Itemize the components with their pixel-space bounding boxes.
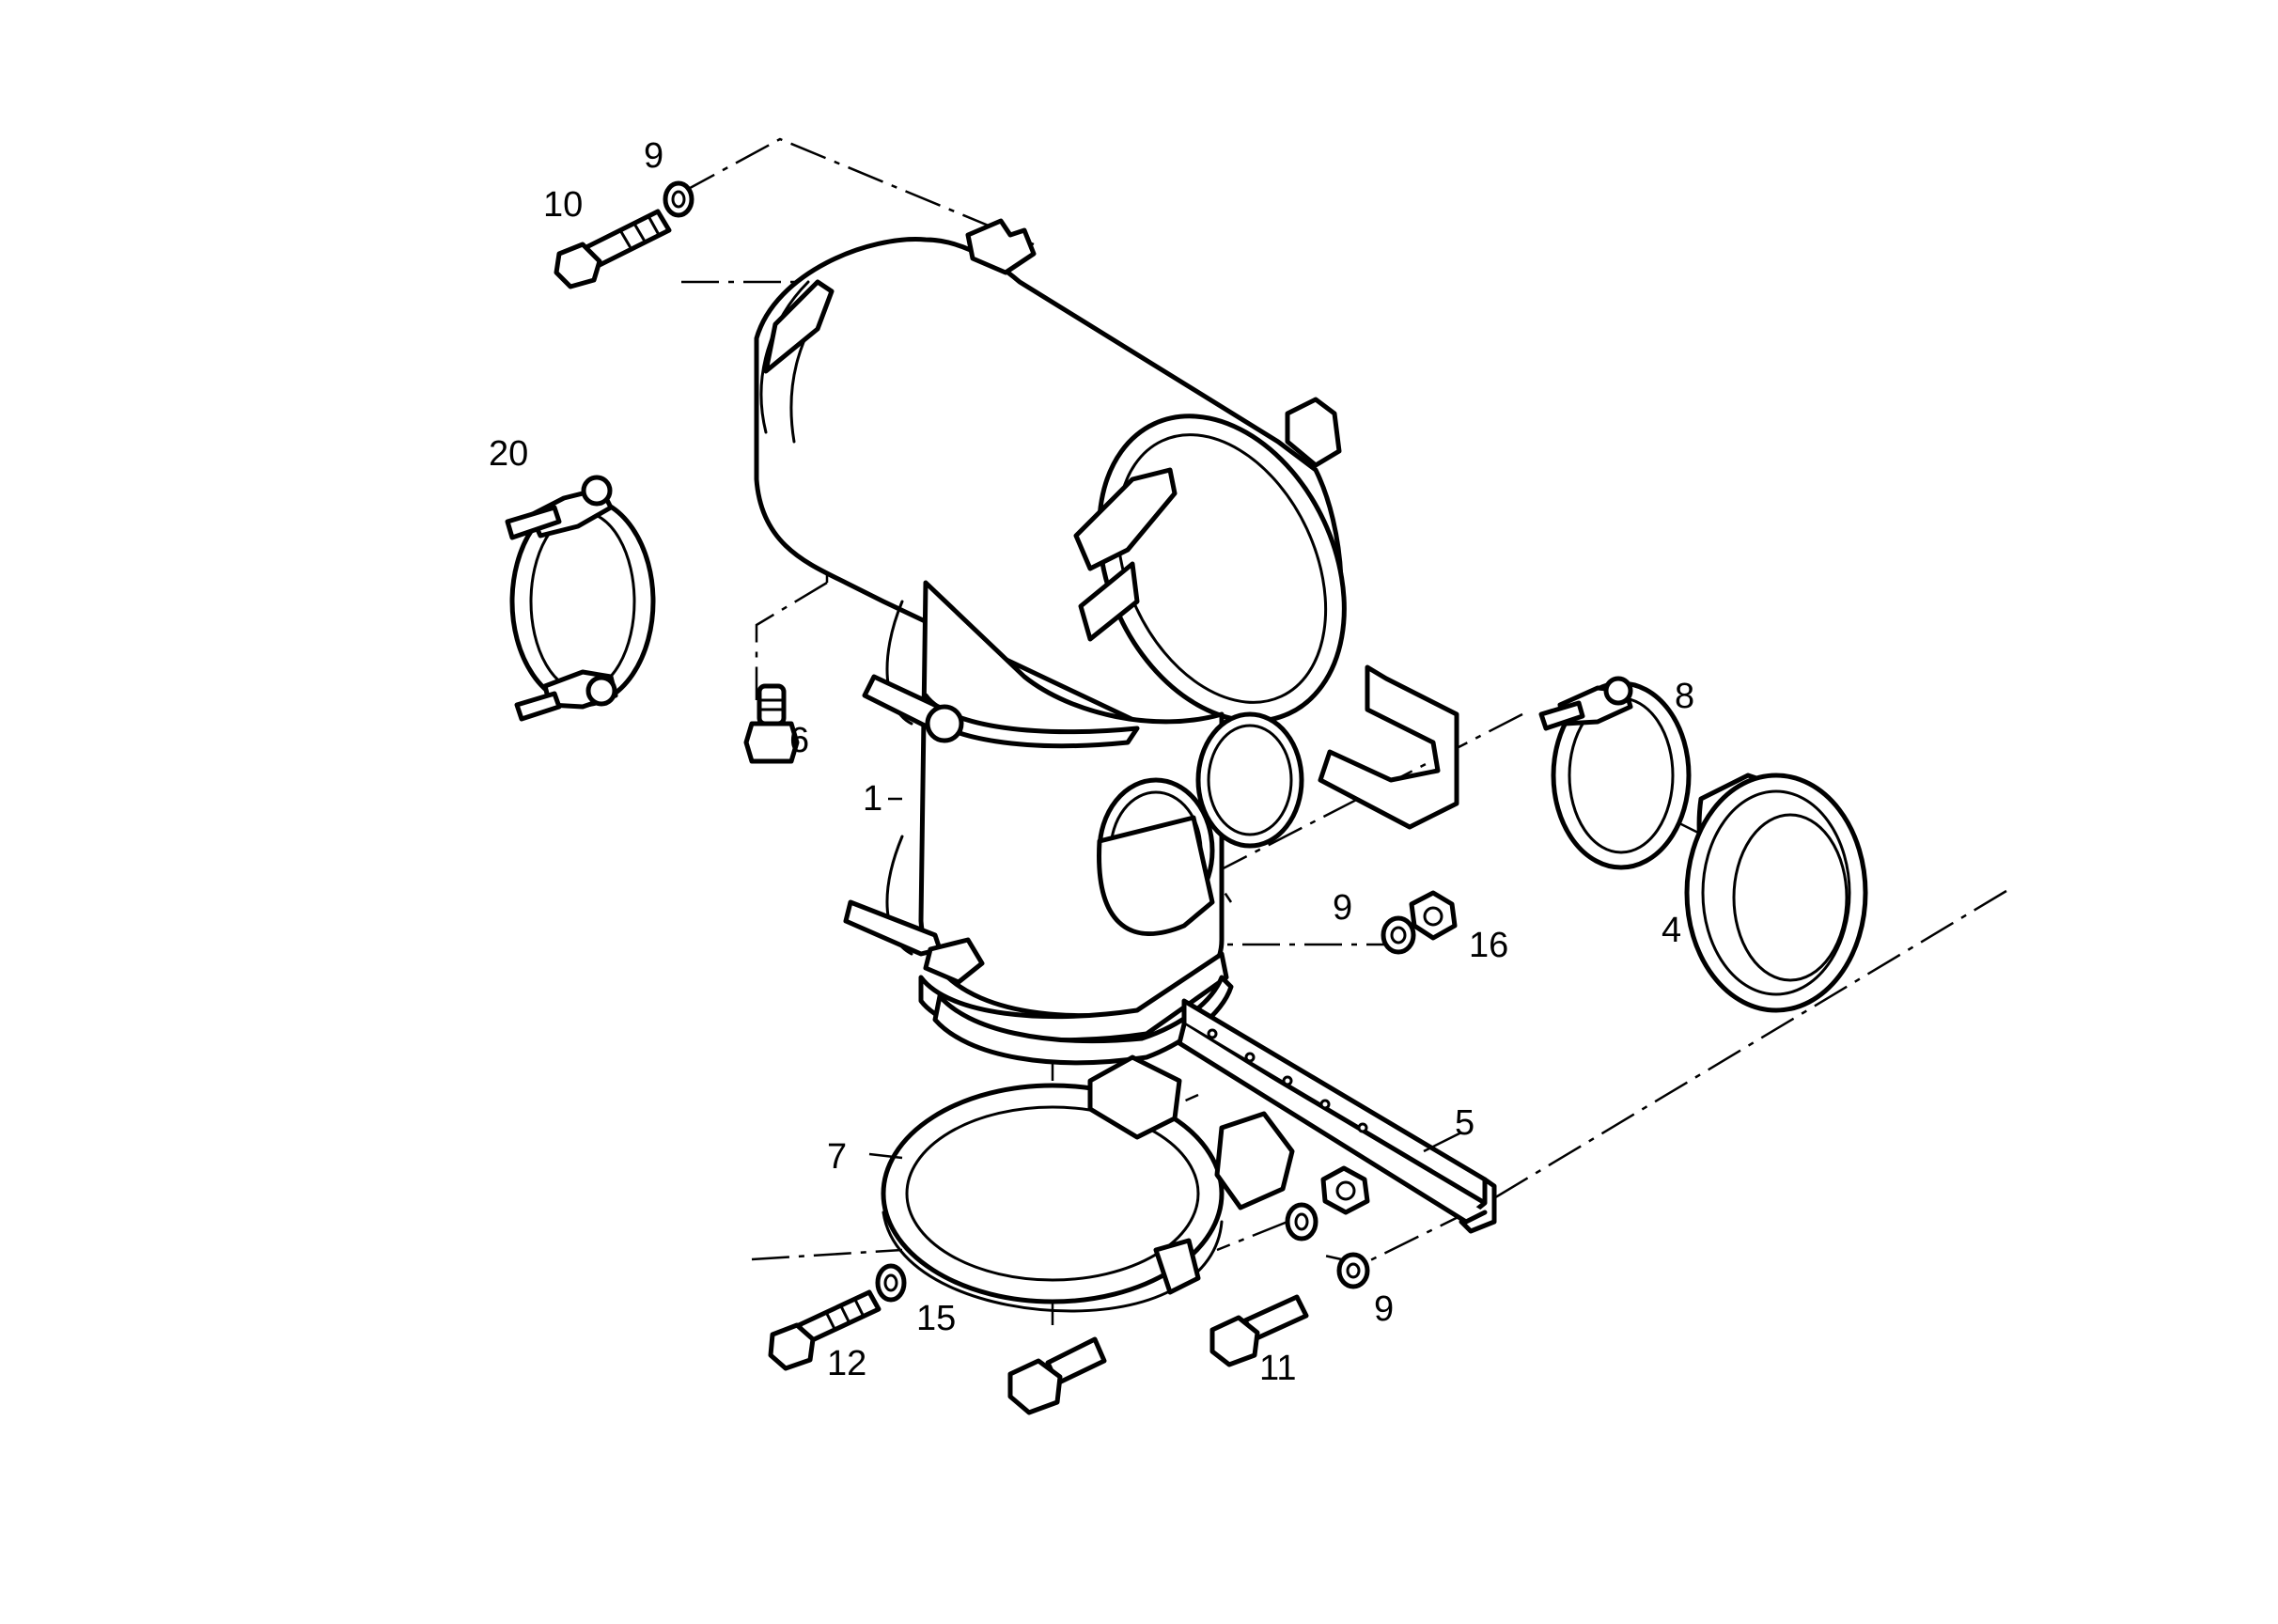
callout-11: 11: [1259, 1349, 1296, 1388]
bolt-11: [1209, 1294, 1309, 1367]
washer-9-middle: [1381, 915, 1416, 955]
callout-9-top: 9: [644, 136, 663, 176]
nut-right: [1320, 1165, 1370, 1215]
callout-10: 10: [543, 185, 583, 225]
hose-4: [1684, 773, 1868, 1013]
callout-7: 7: [827, 1137, 847, 1177]
callout-15: 15: [916, 1299, 956, 1338]
leader-lines: [868, 797, 1462, 1160]
callout-6: 6: [789, 721, 809, 760]
callout-1: 1: [863, 779, 882, 819]
bolt-10: [554, 209, 672, 289]
bolt-lower: [1007, 1336, 1107, 1415]
callout-16: 16: [1469, 926, 1508, 965]
washer-15: [875, 1263, 907, 1303]
callout-4: 4: [1662, 911, 1681, 950]
callout-9-middle: 9: [1333, 888, 1352, 928]
fitting-6: [743, 683, 800, 764]
washer-9-top: [663, 180, 694, 218]
washer-right: [1285, 1202, 1318, 1241]
callout-12: 12: [827, 1344, 866, 1383]
bolt-12: [768, 1289, 882, 1371]
mounting-rail-5: [1177, 998, 1497, 1234]
filter-housing: [754, 218, 1459, 1066]
callout-9-bottom: 9: [1374, 1289, 1394, 1329]
support-ring-7: [881, 1054, 1295, 1313]
hose-clamp-20: [505, 475, 656, 722]
nut-16: [1409, 890, 1458, 941]
washer-9-bottom: [1336, 1252, 1370, 1289]
callout-8: 8: [1675, 677, 1694, 716]
hose-clamp-8: [1538, 676, 1692, 870]
callout-labels: 1 4 5 6 7 8 9 9 9 10 11 12 15 16 20: [489, 136, 1694, 1388]
callout-20: 20: [489, 434, 528, 474]
callout-5: 5: [1455, 1103, 1474, 1143]
